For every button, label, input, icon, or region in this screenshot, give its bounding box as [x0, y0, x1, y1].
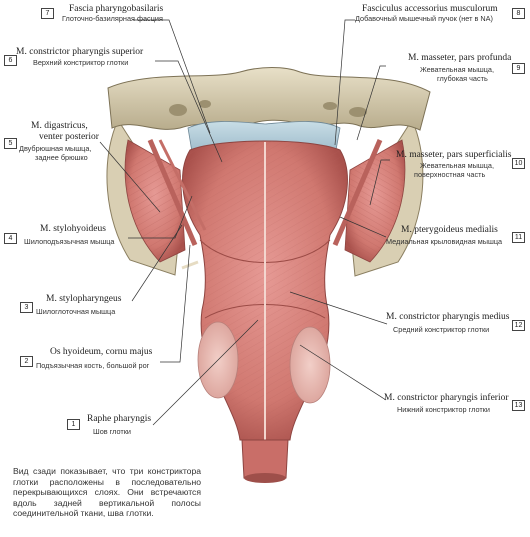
- label-russian: Шилоподъязычная мышца: [24, 237, 115, 246]
- label-number: 1: [67, 419, 80, 430]
- stylopharyngeus-left: [158, 139, 207, 231]
- label-number: 11: [512, 232, 525, 243]
- label-latin: M. constrictor pharyngis medius: [386, 312, 510, 322]
- label-russian: Медиальная крыловидная мышца: [386, 237, 503, 246]
- label-russian: поверхностная часть: [414, 170, 486, 179]
- label-russian: заднее брюшко: [35, 153, 88, 162]
- label-latin: M. digastricus,: [31, 121, 88, 131]
- figure-caption: Вид сзади показывает, что три констрикто…: [13, 466, 201, 519]
- label-russian: глубокая часть: [437, 74, 488, 83]
- label-russian: Шилоглоточная мышца: [36, 307, 116, 316]
- label-russian: Глоточно-базилярная фасция: [62, 14, 163, 23]
- label-russian: Двубрюшная мышца,: [19, 144, 92, 153]
- stylohyoid-left: [147, 139, 198, 246]
- label-number: 9: [512, 63, 525, 74]
- label-number: 12: [512, 320, 525, 331]
- label-number: 8: [512, 8, 525, 19]
- label-number: 2: [20, 356, 33, 367]
- thyroid-right: [289, 326, 331, 404]
- label-latin: M. stylopharyngeus: [46, 294, 122, 304]
- label-number: 3: [20, 302, 33, 313]
- label-number: 5: [4, 138, 17, 149]
- label-latin: Os hyoideum, cornu majus: [50, 347, 153, 357]
- label-russian: Средний констриктор глотки: [393, 325, 490, 334]
- leader-lines: [99, 19, 390, 426]
- label-russian: Нижний констриктор глотки: [397, 405, 490, 414]
- label-number: 4: [4, 233, 17, 244]
- label-latin: Raphe pharyngis: [87, 414, 152, 424]
- label-russian: Верхний констриктор глотки: [33, 58, 129, 67]
- label-russian: Добавочный мышечный пучок (нет в NA): [355, 14, 493, 23]
- label-number: 13: [512, 400, 525, 411]
- label-number: 7: [41, 8, 54, 19]
- skull-base: [107, 67, 431, 131]
- hyoid-horn: [181, 260, 199, 270]
- esophagus: [241, 439, 289, 479]
- label-number: 6: [4, 55, 17, 66]
- label-russian: Жевательная мышца,: [420, 161, 494, 170]
- stylohyoid-right: [332, 139, 383, 246]
- label-russian: Жевательная мышца,: [420, 65, 494, 74]
- label-latin: Fascia pharyngobasilaris: [69, 4, 164, 14]
- label-latin: M. masseter, pars superficialis: [396, 150, 512, 160]
- label-number: 10: [512, 158, 525, 169]
- label-latin: M. constrictor pharyngis superior: [16, 47, 144, 57]
- label-latin: M. masseter, pars profunda: [408, 53, 512, 63]
- label-latin: M. pterygoideus medialis: [401, 225, 498, 235]
- label-russian: Шов глотки: [93, 427, 131, 436]
- label-latin: M. constrictor pharyngis inferior: [384, 393, 509, 403]
- label-russian: Подъязычная кость, большой рог: [36, 361, 150, 370]
- label-latin: Fasciculus accessorius musculorum: [362, 4, 498, 14]
- label-latin: venter posterior: [39, 132, 99, 142]
- label-latin: M. stylohyoideus: [40, 224, 106, 234]
